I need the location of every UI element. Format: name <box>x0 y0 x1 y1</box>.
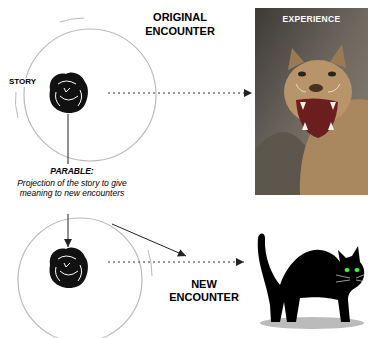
cougar-photo <box>255 8 368 195</box>
story-icon <box>49 72 87 113</box>
projection-line <box>68 114 69 164</box>
parable-heading: PARABLE: <box>12 167 132 177</box>
black-cat <box>258 234 366 330</box>
experience-node: EXPERIENCE <box>255 8 368 195</box>
experience-label: EXPERIENCE <box>283 14 341 24</box>
encounter-label: NEW ENCOUNTER <box>158 278 250 303</box>
edge-label: ORIGINAL ENCOUNTER <box>130 11 230 39</box>
encounter-arrow <box>108 93 252 94</box>
mind-circle <box>18 218 142 338</box>
pointer-arrow <box>112 224 186 256</box>
encounter-arrow <box>108 262 244 263</box>
story-node: STORY <box>8 70 106 116</box>
mind-circle <box>24 29 156 161</box>
ripple-mark <box>15 92 18 118</box>
ripple-mark <box>60 18 84 22</box>
parable-note: Projection of the story to give meaning … <box>12 179 132 199</box>
story-icon <box>49 247 87 288</box>
ripple-mark <box>148 250 152 276</box>
story-label: STORY <box>8 78 37 87</box>
projection-arrow <box>68 214 69 247</box>
